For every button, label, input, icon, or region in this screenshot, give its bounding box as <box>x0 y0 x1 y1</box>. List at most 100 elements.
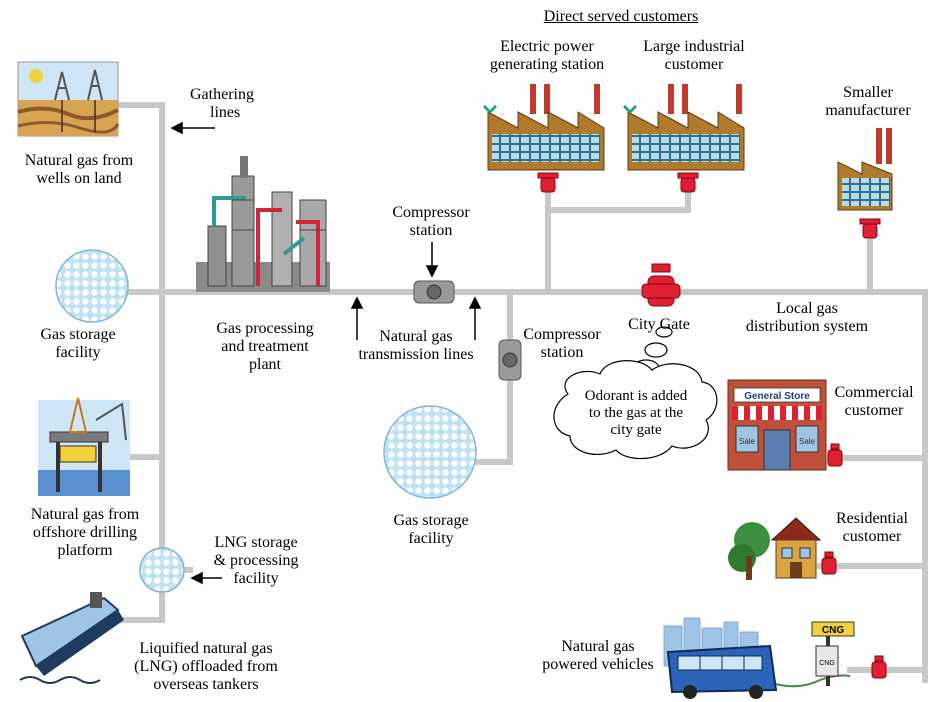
wells-on-land-line-1: Natural gas from <box>24 152 134 169</box>
compressor-station-1-line-1: Compressor <box>392 204 470 221</box>
vehicles-line-2: powered vehicles <box>542 656 654 673</box>
large-industrial-icon <box>622 84 745 171</box>
label-local-distribution: Local gas distribution system <box>732 300 882 336</box>
label-vehicles: Natural gas powered vehicles <box>530 638 666 674</box>
valve-electric-icon <box>537 172 559 193</box>
gathering-lines-line-1: Gathering <box>190 86 254 103</box>
label-lng-storage: LNG storage & processing facility <box>206 534 306 588</box>
arrow-transmission-left-icon <box>350 296 364 309</box>
arrow-gathering-icon <box>170 121 183 135</box>
label-gas-storage-left: Gas storage facility <box>18 326 138 362</box>
gas-storage-sphere-center <box>383 405 477 499</box>
arrow-transmission-right-icon <box>468 296 482 309</box>
direct-served-text: Direct served customers <box>543 8 699 25</box>
valve-commercial-icon <box>827 443 843 467</box>
electric-power-line-1: Electric power <box>500 38 594 55</box>
lng-storage-line-3: facility <box>233 570 279 587</box>
odorant-bubble <box>553 326 718 460</box>
label-processing-plant: Gas processing and treatment plant <box>200 320 330 374</box>
transmission-lines-line-1: Natural gas <box>379 328 453 345</box>
cng-pump-label: CNG <box>819 660 835 667</box>
store-sign: General Store <box>744 391 810 402</box>
odorant-line-1: Odorant is added <box>584 388 688 404</box>
processing-plant-icon <box>196 156 330 292</box>
label-city-gate: City Gate <box>614 316 704 334</box>
compressor-station-icon-1 <box>413 280 455 304</box>
processing-plant-line-2: and treatment <box>221 338 309 355</box>
wells-on-land-icon <box>17 61 120 137</box>
large-industrial-line-1: Large industrial <box>643 38 745 55</box>
local-distribution-line-2: distribution system <box>745 318 869 335</box>
offshore-platform-icon <box>38 397 130 496</box>
valve-manufacturer-icon <box>859 218 881 239</box>
label-compressor-station-1: Compressor station <box>376 204 486 240</box>
label-direct-served: Direct served customers <box>526 8 716 26</box>
label-large-industrial: Large industrial customer <box>634 38 754 74</box>
vehicles-line-1: Natural gas <box>561 638 635 655</box>
label-wells-on-land: Natural gas from wells on land <box>4 152 154 188</box>
residential-house-icon <box>728 517 822 580</box>
transmission-lines-line-2: transmission lines <box>358 346 474 363</box>
store-sale-sign-2: Sale <box>799 437 816 446</box>
processing-plant-line-1: Gas processing <box>216 320 314 337</box>
lng-storage-line-1: LNG storage <box>214 534 298 551</box>
arrow-lng-icon <box>190 571 203 585</box>
lng-storage-sphere <box>139 547 185 593</box>
label-smaller-manufacturer: Smaller manufacturer <box>812 84 924 120</box>
compressor-station-icon-2 <box>498 339 522 381</box>
smaller-manufacturer-icon <box>837 128 893 211</box>
valve-residential-icon <box>821 551 837 575</box>
lng-storage-line-2: & processing <box>213 552 299 569</box>
label-gas-storage-center: Gas storage facility <box>366 512 496 548</box>
gas-storage-left-line-2: facility <box>55 344 101 361</box>
commercial-line-1: Commercial <box>834 384 914 401</box>
general-store-icon: General Store Sale Sale <box>727 379 827 471</box>
lng-tanker-icon <box>19 592 124 684</box>
commercial-line-2: customer <box>844 402 904 419</box>
city-gate-valve-icon <box>641 263 681 307</box>
gas-storage-sphere-left <box>55 249 129 323</box>
label-commercial: Commercial customer <box>820 384 928 420</box>
large-industrial-line-2: customer <box>664 56 724 73</box>
cng-sign: CNG <box>822 625 844 636</box>
city-gate-text: City Gate <box>628 316 690 333</box>
offshore-line-3: platform <box>57 542 113 559</box>
valve-industrial-icon <box>677 172 699 193</box>
gas-storage-center-line-1: Gas storage <box>393 512 469 529</box>
valves <box>537 172 887 679</box>
smaller-manufacturer-line-2: manufacturer <box>825 102 911 119</box>
label-electric-power: Electric power generating station <box>482 38 612 74</box>
odorant-line-3: city gate <box>610 422 662 438</box>
cng-station-icon: CNG CNG <box>811 621 855 686</box>
label-odorant: Odorant is added to the gas at the city … <box>574 388 698 439</box>
local-distribution-line-1: Local gas <box>776 300 838 317</box>
arrow-compressor-icon <box>425 265 439 278</box>
offshore-line-1: Natural gas from <box>30 506 140 523</box>
natural-gas-bus-icon <box>666 644 851 699</box>
electric-power-station-icon <box>482 84 605 171</box>
label-residential: Residential customer <box>816 510 928 546</box>
odorant-line-2: to the gas at the <box>588 405 684 421</box>
label-compressor-station-2: Compressor station <box>512 326 612 362</box>
compressor-station-2-line-2: station <box>540 344 584 361</box>
smaller-manufacturer-line-1: Smaller <box>843 84 893 101</box>
wells-on-land-line-2: wells on land <box>36 170 122 187</box>
electric-power-line-2: generating station <box>489 56 605 73</box>
lng-offloaded-line-2: (LNG) offloaded from <box>134 658 278 675</box>
label-transmission-lines: Natural gas transmission lines <box>346 328 486 364</box>
label-offshore: Natural gas from offshore drilling platf… <box>10 506 160 560</box>
label-gathering-lines: Gathering lines <box>190 86 280 122</box>
store-sale-sign-1: Sale <box>739 437 756 446</box>
gas-storage-left-line-1: Gas storage <box>40 326 116 343</box>
compressor-station-2-line-1: Compressor <box>523 326 601 343</box>
lng-offloaded-line-1: Liquified natural gas <box>139 640 273 657</box>
residential-line-2: customer <box>842 528 902 545</box>
lng-offloaded-line-3: overseas tankers <box>153 676 259 693</box>
label-lng-offloaded: Liquified natural gas (LNG) offloaded fr… <box>118 640 294 694</box>
processing-plant-line-3: plant <box>249 356 281 373</box>
residential-line-1: Residential <box>836 510 908 527</box>
annotation-arrows <box>170 121 482 585</box>
gathering-lines-line-2: lines <box>210 104 241 121</box>
